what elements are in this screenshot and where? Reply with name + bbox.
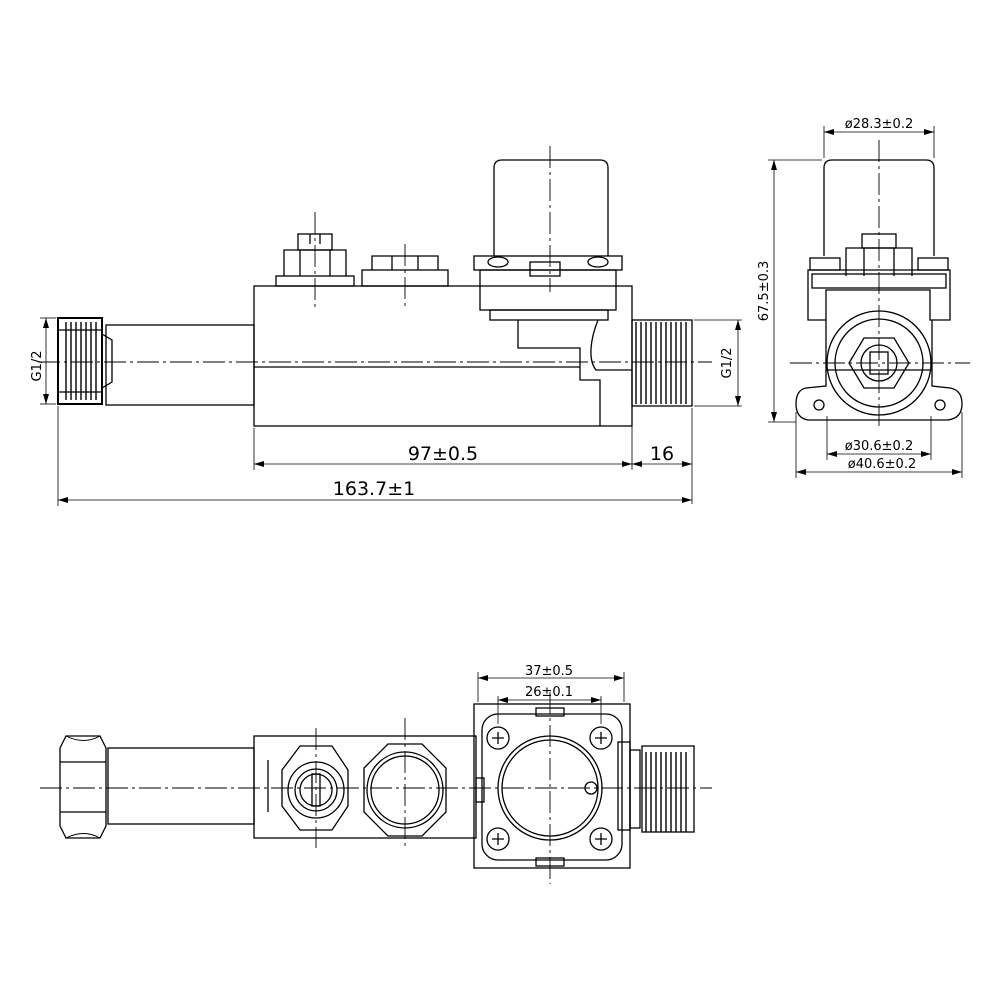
valve-body (253, 285, 633, 427)
outlet-thread (631, 319, 693, 407)
screw-icon (486, 726, 510, 750)
solenoid-coil-front (473, 159, 623, 321)
body-length-label: 97±0.5 (408, 443, 478, 465)
top-view (40, 692, 712, 884)
screw-icon (486, 827, 510, 851)
side-view (790, 140, 970, 430)
coil-width-label: 37±0.5 (525, 664, 573, 679)
screw-icon (589, 827, 613, 851)
height-label: 67.5±0.3 (757, 261, 772, 322)
bore-diameter-label: ø30.6±0.2 (845, 439, 913, 454)
screw-icon (589, 726, 613, 750)
solenoid-coil-top (473, 703, 631, 869)
front-view (38, 146, 712, 427)
top-dimensions: 37±0.5 26±0.1 (477, 664, 625, 724)
hole-spacing-label: 26±0.1 (525, 685, 573, 700)
thread-length-label: 16 (650, 443, 674, 465)
inlet-thread-label: G1/2 (30, 351, 45, 382)
overall-length-label: 163.7±1 (333, 478, 415, 500)
inlet-pipe (105, 324, 255, 406)
coil-diameter-label: ø28.3±0.2 (845, 117, 913, 132)
flange-diameter-label: ø40.6±0.2 (848, 457, 916, 472)
side-dimensions: ø28.3±0.2 67.5±0.3 ø30.6±0.2 ø40.6±0.2 (757, 117, 963, 478)
outlet-thread-label: G1/2 (720, 348, 735, 379)
outlet-thread-top (629, 745, 695, 833)
inlet-nut (57, 317, 113, 405)
front-dimensions: G1/2 G1/2 97±0.5 16 163.7±1 (30, 317, 742, 506)
inlet-hex-top (59, 735, 107, 839)
